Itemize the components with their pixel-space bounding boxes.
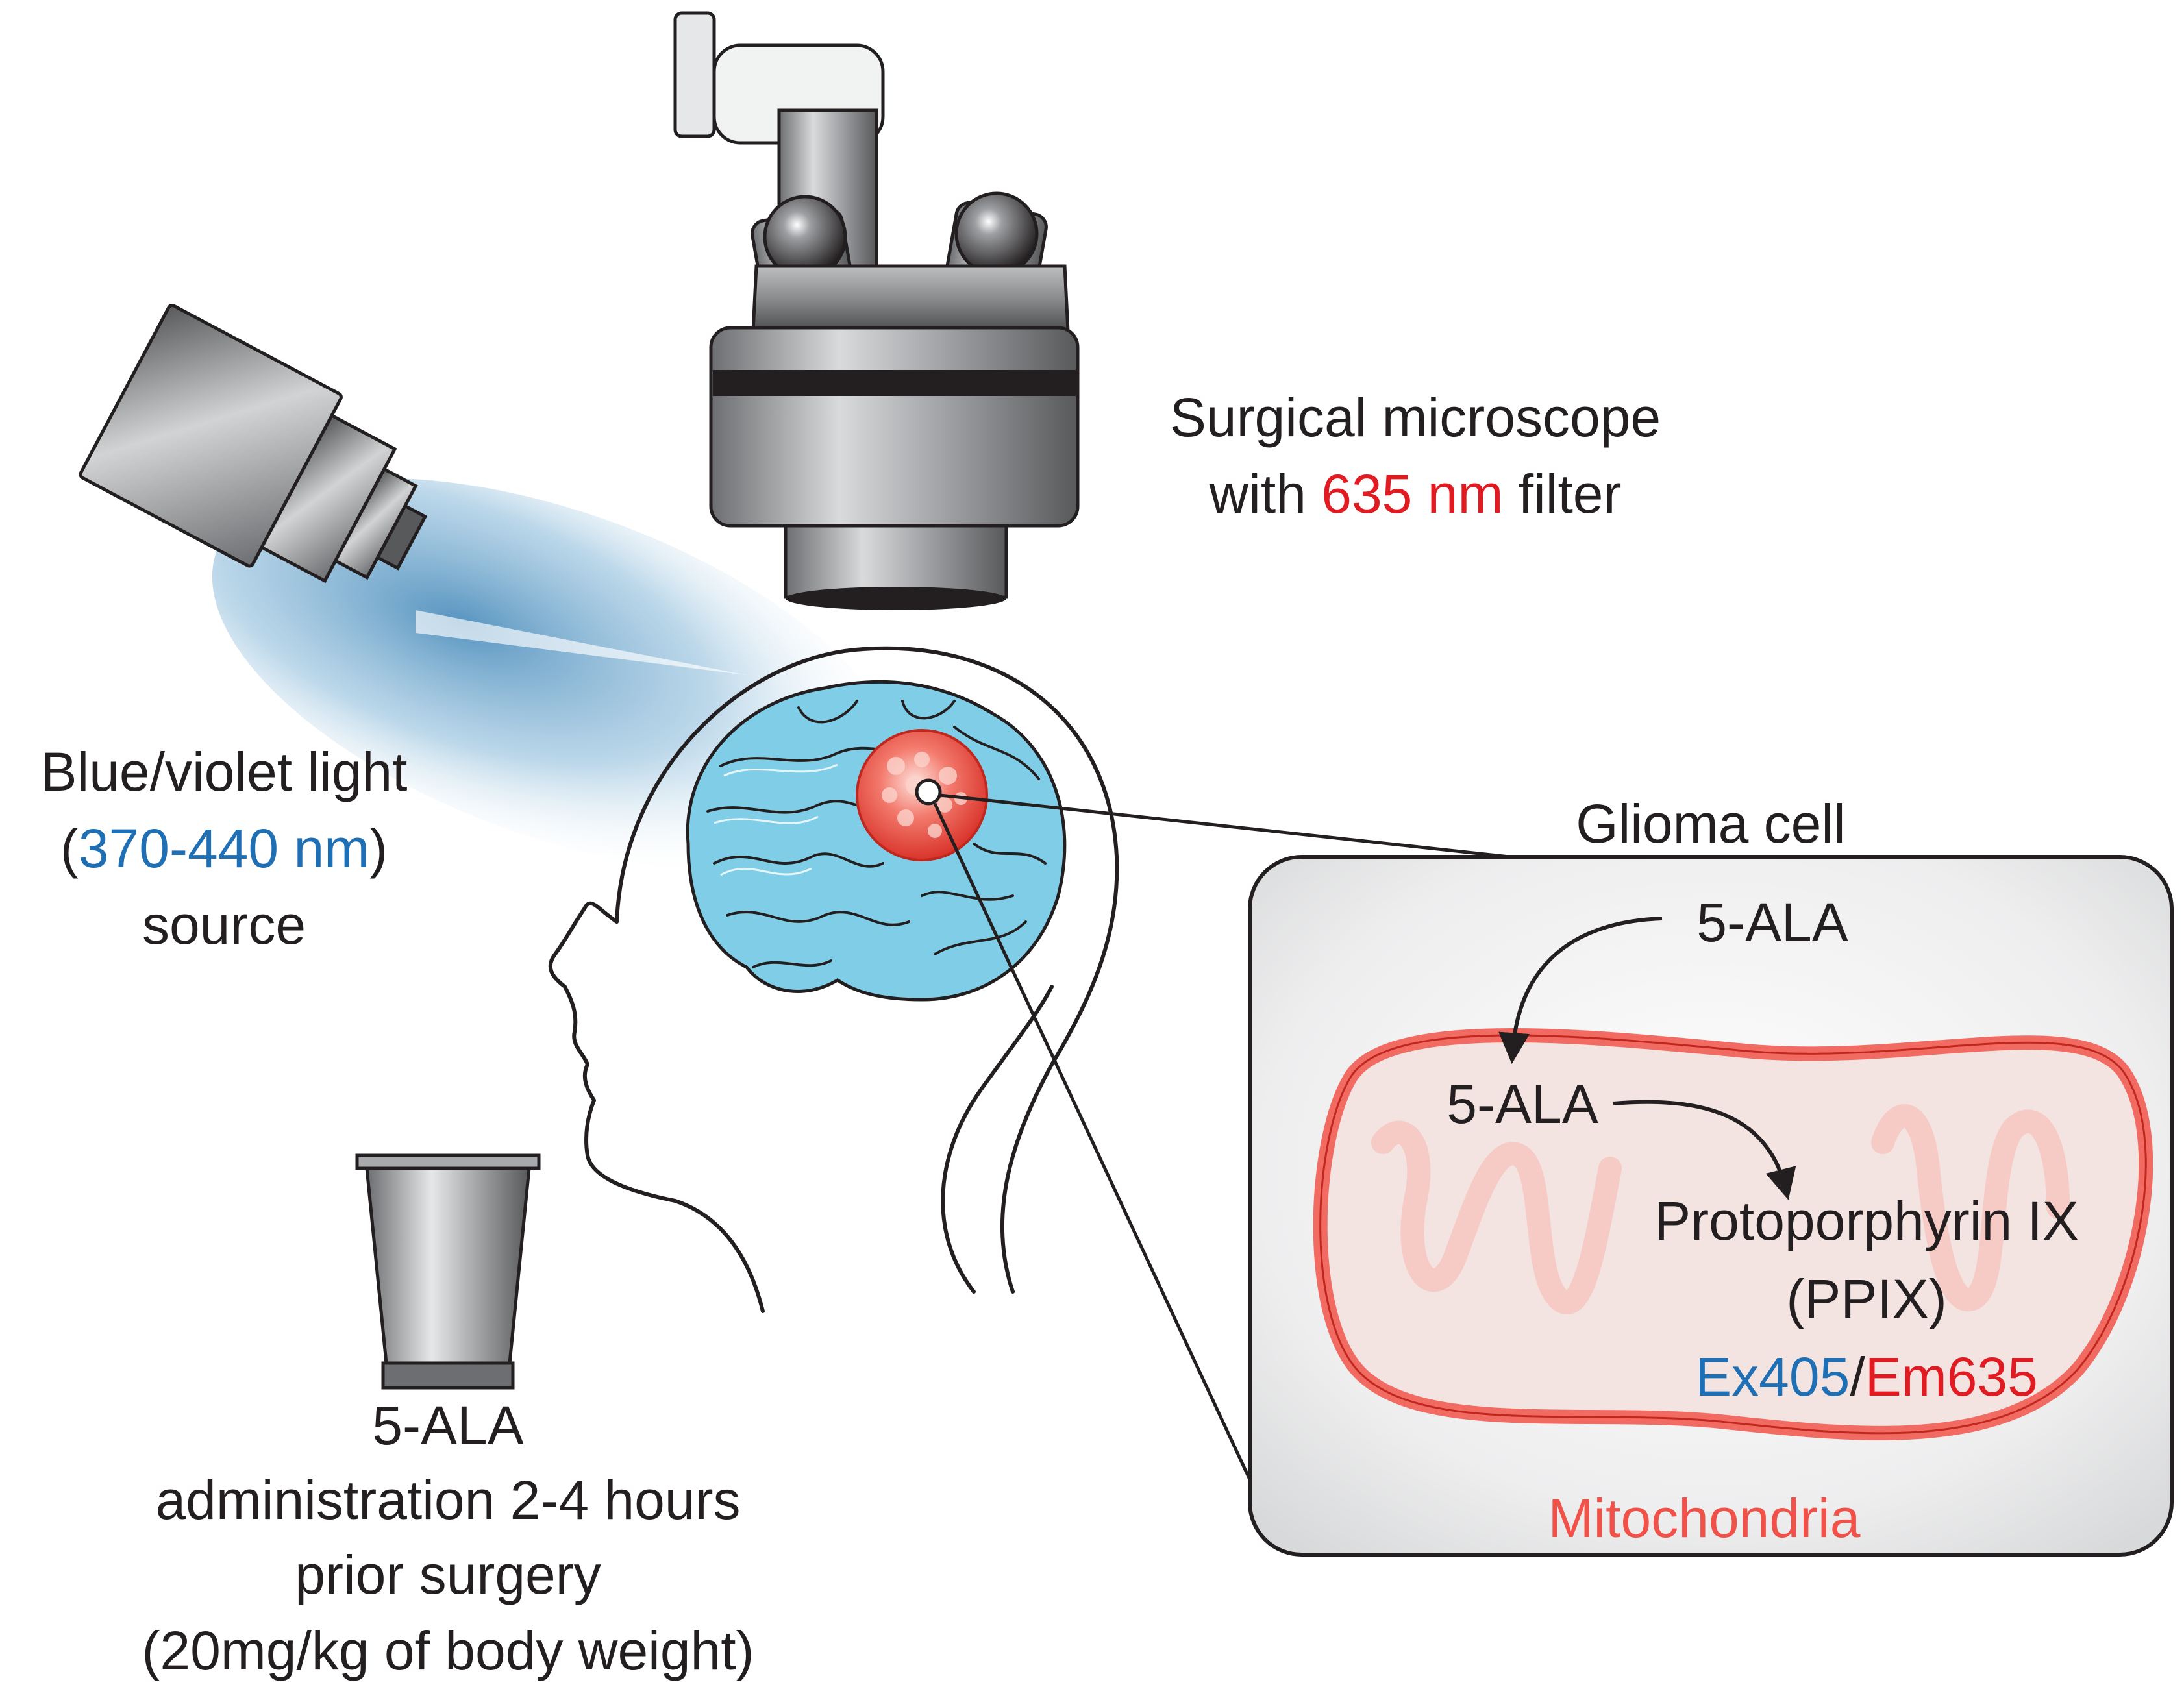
admin-label-line4: (20mg/kg of body weight): [142, 1620, 754, 1681]
arrow-conversion: [1613, 1100, 1796, 1200]
ex-em-label: Ex405/Em635: [1695, 1346, 2038, 1407]
light-label-line1: Blue/violet light: [41, 741, 408, 802]
arrows: [1498, 917, 1796, 1200]
inner-5ala-label: 5-ALA: [1446, 1074, 1598, 1135]
tumor: [856, 729, 988, 861]
microscope-label-line2: with 635 nm filter: [1209, 463, 1622, 524]
light-label-line2: (370-440 nm): [60, 818, 388, 879]
microscope-label-line1: Surgical microscope: [1170, 387, 1661, 448]
mitochondria-label: Mitochondria: [1548, 1488, 1861, 1549]
surgical-microscope: [673, 11, 1080, 610]
admin-label-line3: prior surgery: [295, 1544, 601, 1605]
patient-head: [548, 646, 1119, 1313]
ppix-label-line2: (PPIX): [1786, 1268, 1946, 1329]
admin-label-line1: 5-ALA: [372, 1395, 523, 1456]
wavelength-635: 635 nm: [1321, 463, 1503, 524]
zoom-lines: [933, 793, 1510, 1488]
mitochondria: [1313, 1028, 2153, 1440]
medication-cup: [355, 1153, 541, 1390]
ppix-label-line1: Protoporphyrin IX: [1654, 1190, 2079, 1251]
admin-label-line2: administration 2-4 hours: [155, 1470, 740, 1531]
glioma-cell-title: Glioma cell: [1576, 793, 1845, 854]
light-source-lamp: [79, 304, 428, 584]
arrow-uptake: [1498, 917, 1663, 1065]
wavelength-370-440: 370-440 nm: [79, 818, 369, 879]
outer-5ala-label: 5-ALA: [1696, 892, 1848, 953]
light-label-line3: source: [142, 894, 306, 955]
